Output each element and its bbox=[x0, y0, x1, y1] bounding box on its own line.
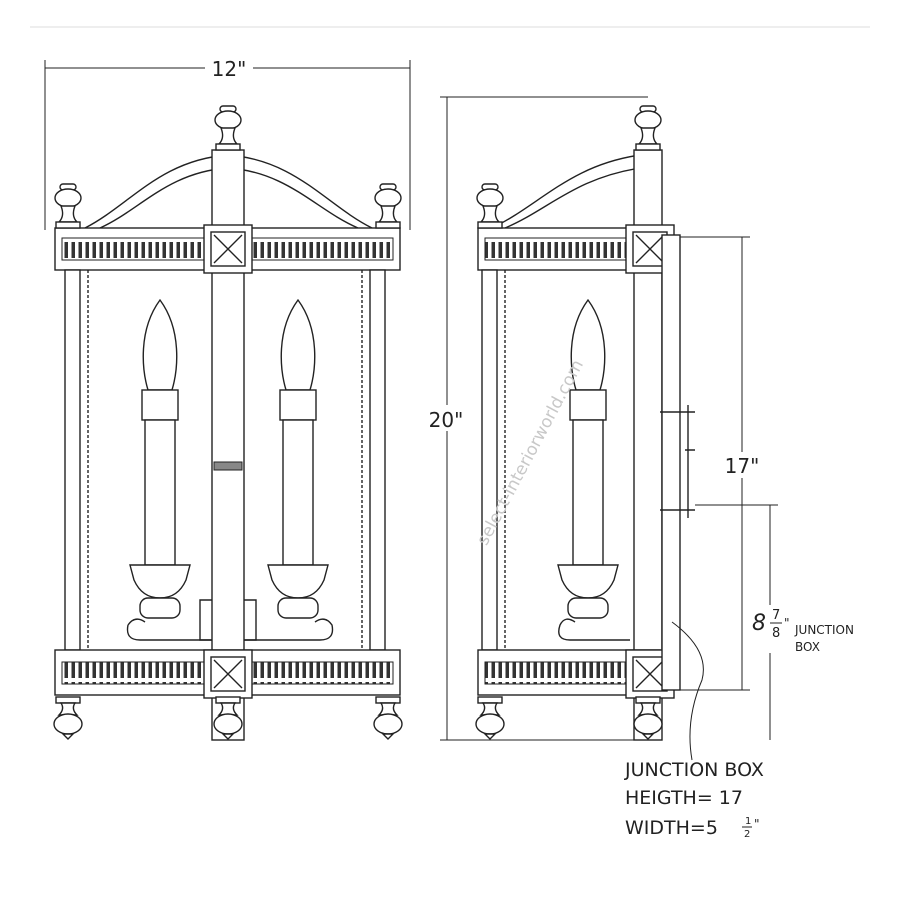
dimensions: 12" 20" 17" 8 7 8 " JUNCTION BOX bbox=[44, 56, 854, 761]
svg-text:": " bbox=[784, 616, 790, 630]
svg-text:HEIGTH= 17: HEIGTH= 17 bbox=[625, 787, 743, 809]
wall-plate bbox=[661, 234, 681, 691]
height-dimension-label: 20" bbox=[429, 408, 464, 432]
junction-box-note: JUNCTION BOX HEIGTH= 17 WIDTH=5 1 2 " bbox=[624, 759, 764, 840]
svg-text:JUNCTION BOX: JUNCTION BOX bbox=[624, 759, 764, 781]
svg-text:7: 7 bbox=[772, 608, 780, 623]
front-view bbox=[53, 105, 403, 741]
junction-height-label: 8 7 8 " JUNCTION BOX bbox=[752, 608, 854, 654]
svg-text:": " bbox=[754, 817, 760, 831]
svg-text:JUNCTION: JUNCTION bbox=[794, 623, 854, 637]
svg-text:2: 2 bbox=[744, 829, 750, 840]
svg-text:WIDTH=5: WIDTH=5 bbox=[625, 817, 718, 839]
side-view bbox=[475, 105, 695, 741]
svg-text:1: 1 bbox=[745, 816, 751, 827]
svg-text:8: 8 bbox=[752, 611, 766, 636]
svg-text:8: 8 bbox=[772, 626, 780, 641]
svg-text:BOX: BOX bbox=[795, 640, 820, 654]
junction-box-leader bbox=[671, 621, 704, 761]
backplate-height-label: 17" bbox=[725, 454, 760, 478]
width-dimension-label: 12" bbox=[212, 57, 247, 81]
